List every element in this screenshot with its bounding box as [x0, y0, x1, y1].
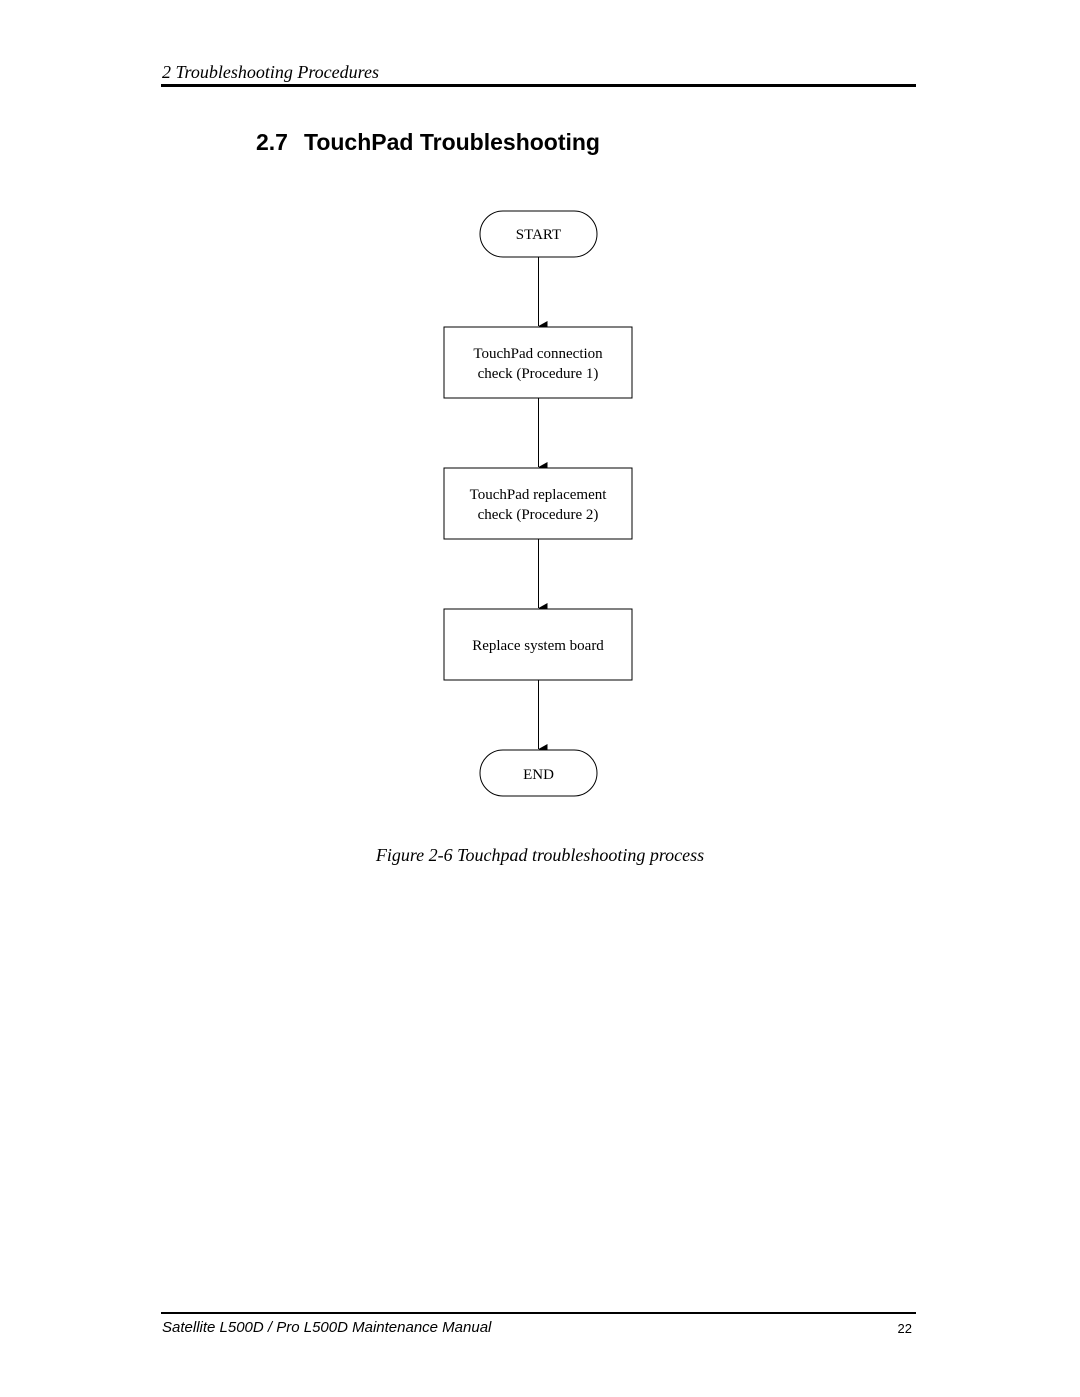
- section-title: TouchPad Troubleshooting: [303, 129, 600, 155]
- section-number: 2.7: [256, 129, 288, 155]
- process-label-connection-check-line2: check (Procedure 1): [478, 366, 599, 382]
- page-number: 22: [897, 1321, 912, 1336]
- chapter-header: 2 Troubleshooting Procedures: [162, 62, 379, 82]
- header-rule: [161, 84, 916, 87]
- process-box-connection-check: [443, 326, 633, 399]
- process-label-replace-system-board: Replace system board: [472, 638, 604, 654]
- section-heading: 2.7 TouchPad Troubleshooting: [256, 127, 600, 157]
- touchpad-flowchart: START TouchPad connection check (Procedu…: [443, 210, 633, 797]
- footer-manual-title: Satellite L500D / Pro L500D Maintenance …: [162, 1319, 492, 1336]
- process-box-replacement-check: [443, 467, 633, 540]
- footer-rule: [161, 1312, 916, 1314]
- process-box-replace-system-board: [443, 608, 633, 681]
- end-label: END: [523, 767, 554, 783]
- process-label-replacement-check-line2: check (Procedure 2): [478, 507, 599, 523]
- process-label-replacement-check-line1: TouchPad replacement: [470, 487, 608, 503]
- end-terminator: [479, 749, 598, 797]
- process-label-connection-check-line1: TouchPad connection: [473, 346, 603, 362]
- figure-caption: Figure 2-6 Touchpad troubleshooting proc…: [375, 845, 705, 865]
- start-label: START: [516, 227, 561, 243]
